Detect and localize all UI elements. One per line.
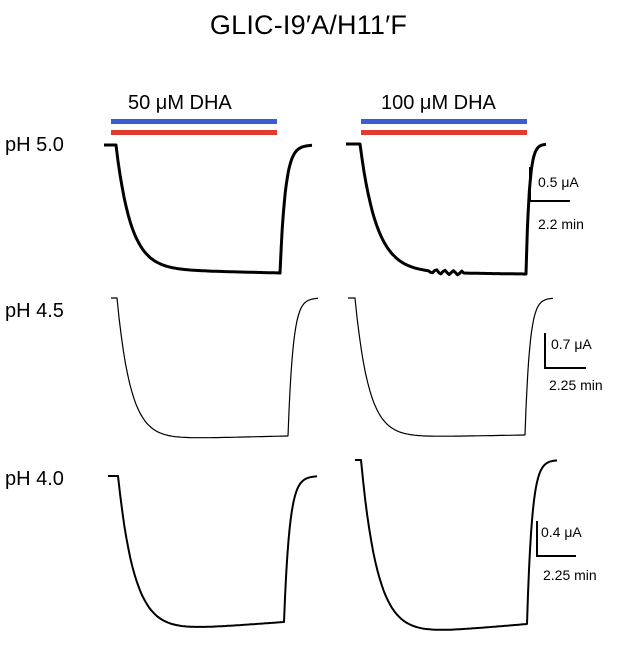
trace-ph40-50dha xyxy=(108,475,317,628)
scale-current-ph50: 0.5 μA xyxy=(538,174,579,190)
row-label-ph50: pH 5.0 xyxy=(5,134,64,156)
scale-bar-ph40 xyxy=(536,521,576,557)
trace-ph45-100dha xyxy=(348,297,554,437)
condition-label-50-dha: 50 μM DHA xyxy=(128,92,232,114)
application-bar-50-blue xyxy=(111,119,277,124)
application-bar-50-red xyxy=(111,130,277,135)
application-bar-100-blue xyxy=(361,119,527,124)
scale-time-ph45: 2.25 min xyxy=(549,377,603,393)
scale-current-ph45: 0.7 μA xyxy=(551,336,592,352)
scale-time-ph50: 2.2 min xyxy=(538,216,584,232)
row-label-ph40: pH 4.0 xyxy=(5,468,64,490)
trace-ph50-100dha xyxy=(346,142,547,277)
application-bar-100-red xyxy=(361,130,527,135)
scale-current-ph40: 0.4 μA xyxy=(541,524,582,540)
condition-label-100-dha: 100 μM DHA xyxy=(381,92,496,114)
trace-ph45-50dha xyxy=(111,297,319,439)
trace-ph50-50dha xyxy=(104,143,313,275)
row-label-ph45: pH 4.5 xyxy=(5,300,64,322)
scale-time-ph40: 2.25 min xyxy=(543,567,597,583)
figure-title: GLIC-I9′A/H11′F xyxy=(209,10,408,40)
scale-bar-ph45 xyxy=(544,333,586,369)
scale-bar-ph50 xyxy=(529,167,570,202)
trace-ph40-100dha xyxy=(355,459,558,631)
